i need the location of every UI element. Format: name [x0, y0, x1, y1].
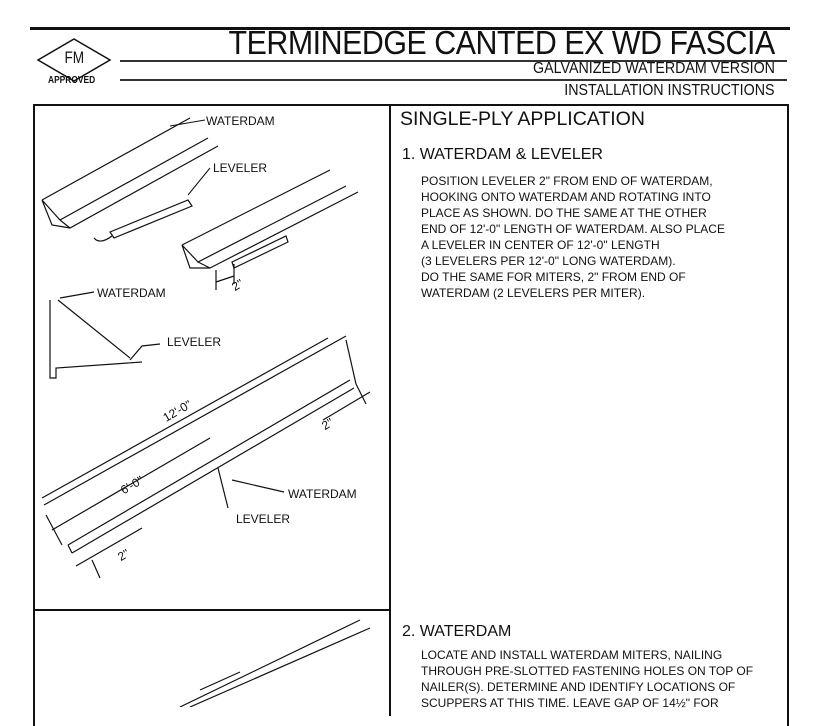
label-waterdam-2: WATERDAM: [97, 286, 166, 300]
step-1-line: END OF 12'-0" LENGTH OF WATERDAM. ALSO P…: [421, 222, 725, 236]
logo-mark: FM: [64, 48, 85, 67]
left-panel-divider: [33, 609, 390, 611]
label-waterdam-1: WATERDAM: [206, 114, 275, 128]
step-1-line: A LEVELER IN CENTER OF 12'-0" LENGTH: [421, 238, 660, 252]
step-2-line: NAILER(S). DETERMINE AND IDENTIFY LOCATI…: [421, 680, 736, 694]
step-2-title: 2. WATERDAM: [402, 623, 512, 640]
step-2-line: LOCATE AND INSTALL WATERDAM MITERS, NAIL…: [421, 648, 723, 662]
top-rule: [30, 27, 790, 30]
step-1-line: DO THE SAME FOR MITERS, 2" FROM END OF: [421, 270, 686, 284]
label-leveler-1: LEVELER: [213, 161, 268, 175]
document-type: INSTALLATION INSTRUCTIONS: [564, 82, 775, 99]
page-title: TERMINEDGE CANTED EX WD FASCIA: [228, 24, 776, 61]
step-1-line: WATERDAM (2 LEVELERS PER MITER).: [421, 286, 646, 300]
step-2-line: THROUGH PRE-SLOTTED FASTENING HOLES ON T…: [421, 664, 754, 678]
waterdam-iso-drawing: [41, 117, 359, 290]
diamond-logo-icon: [36, 38, 112, 82]
installation-drawings: [41, 117, 371, 707]
step-2-line: SCUPPERS AT THIS TIME. LEAVE GAP OF 14½"…: [421, 696, 719, 710]
content-frame: [33, 104, 789, 726]
step-2-text: LOCATE AND INSTALL WATERDAM MITERS, NAIL…: [421, 647, 781, 711]
step-1-text: POSITION LEVELER 2" FROM END OF WATERDAM…: [421, 173, 781, 301]
page-subtitle: GALVANIZED WATERDAM VERSION: [533, 60, 775, 77]
step-1-line: (3 LEVELERS PER 12'-0" LONG WATERDAM).: [421, 254, 676, 268]
column-divider: [389, 106, 391, 716]
label-leveler-2: LEVELER: [167, 335, 222, 349]
step-1-line: PLACE AS SHOWN. DO THE SAME AT THE OTHER: [421, 206, 707, 220]
waterdam-step2-drawing: [179, 619, 371, 707]
waterdam-length-drawing: [41, 335, 371, 579]
fm-approved-logo: FM APPROVED: [36, 36, 112, 92]
subtitle-divider: [120, 79, 787, 81]
waterdam-profile-drawing: [49, 291, 161, 379]
logo-caption: APPROVED: [48, 74, 96, 86]
step-1-title: 1. WATERDAM & LEVELER: [402, 146, 603, 163]
section-title: SINGLE-PLY APPLICATION: [400, 108, 645, 130]
title-divider: [120, 60, 787, 62]
step-1-line: POSITION LEVELER 2" FROM END OF WATERDAM…: [421, 174, 713, 188]
label-leveler-3: LEVELER: [236, 512, 291, 526]
step-1-line: HOOKING ONTO WATERDAM AND ROTATING INTO: [421, 190, 711, 204]
label-waterdam-3: WATERDAM: [288, 487, 357, 501]
